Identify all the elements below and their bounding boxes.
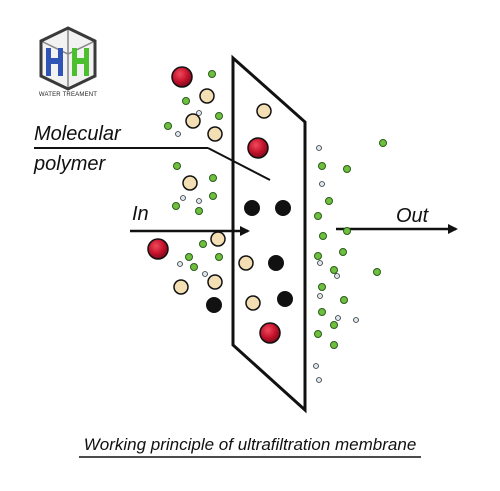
small-particle [209,192,217,200]
tiny-particle [317,293,323,299]
tiny-particle [334,273,340,279]
tiny-particles [175,110,359,383]
tiny-particle [175,131,181,137]
large-particle [147,238,169,260]
medium-particle [185,113,201,129]
polymer-particles [206,200,293,313]
small-particle [164,122,172,130]
small-particle [172,202,180,210]
small-particle [314,252,322,260]
tiny-particle [180,195,186,201]
medium-particle [207,274,223,290]
small-particle [190,263,198,271]
small-particle [182,97,190,105]
small-particle [319,232,327,240]
molecular-polymer-pointer-tail [207,147,271,181]
tiny-particle [196,198,202,204]
tiny-particle [177,261,183,267]
label-molecular: Molecular [34,123,122,145]
membrane [231,54,307,414]
medium-particle [173,279,189,295]
small-particle [199,240,207,248]
small-particle [325,197,333,205]
large-particle [259,322,281,344]
label-polymer: polymer [33,153,106,175]
polymer-particle [275,200,291,216]
small-particle [208,70,216,78]
tiny-particle [319,181,325,187]
small-particle [318,162,326,170]
tiny-particle [313,363,319,369]
logo-cube-icon [39,26,97,91]
small-particle [330,321,338,329]
small-particle [215,112,223,120]
small-particles [164,70,387,349]
small-particle [215,253,223,261]
medium-particle [210,231,226,247]
medium-particle [182,175,198,191]
tiny-particle [353,317,359,323]
label-out: Out [396,205,430,227]
large-particle [171,66,193,88]
polymer-particle [268,255,284,271]
diagram-caption: Working principle of ultrafiltration mem… [84,435,417,454]
small-particle [379,139,387,147]
label-in: In [132,203,149,225]
small-particle [314,330,322,338]
tiny-particle [202,271,208,277]
small-particle [339,248,347,256]
medium-particle [238,255,254,271]
small-particle [330,341,338,349]
medium-particle [245,295,261,311]
tiny-particle [317,260,323,266]
polymer-particle [206,297,222,313]
small-particle [314,212,322,220]
large-particle [247,137,269,159]
small-particle [318,308,326,316]
logo-caption: WATER TREAMENT [39,92,97,98]
small-particle [318,283,326,291]
small-particle [195,207,203,215]
medium-particle [199,88,215,104]
small-particle [209,174,217,182]
small-particle [185,253,193,261]
small-particle [373,268,381,276]
polymer-particle [244,200,260,216]
medium-particles [173,88,272,311]
tiny-particle [196,110,202,116]
medium-particle [256,103,272,119]
small-particle [343,227,351,235]
tiny-particle [335,315,341,321]
small-particle [340,296,348,304]
tiny-particle [316,377,322,383]
tiny-particle [316,145,322,151]
company-logo: WATER TREAMENT [39,26,97,98]
small-particle [173,162,181,170]
small-particle [330,266,338,274]
medium-particle [207,126,223,142]
small-particle [343,165,351,173]
polymer-particle [277,291,293,307]
large-particles [147,66,281,344]
